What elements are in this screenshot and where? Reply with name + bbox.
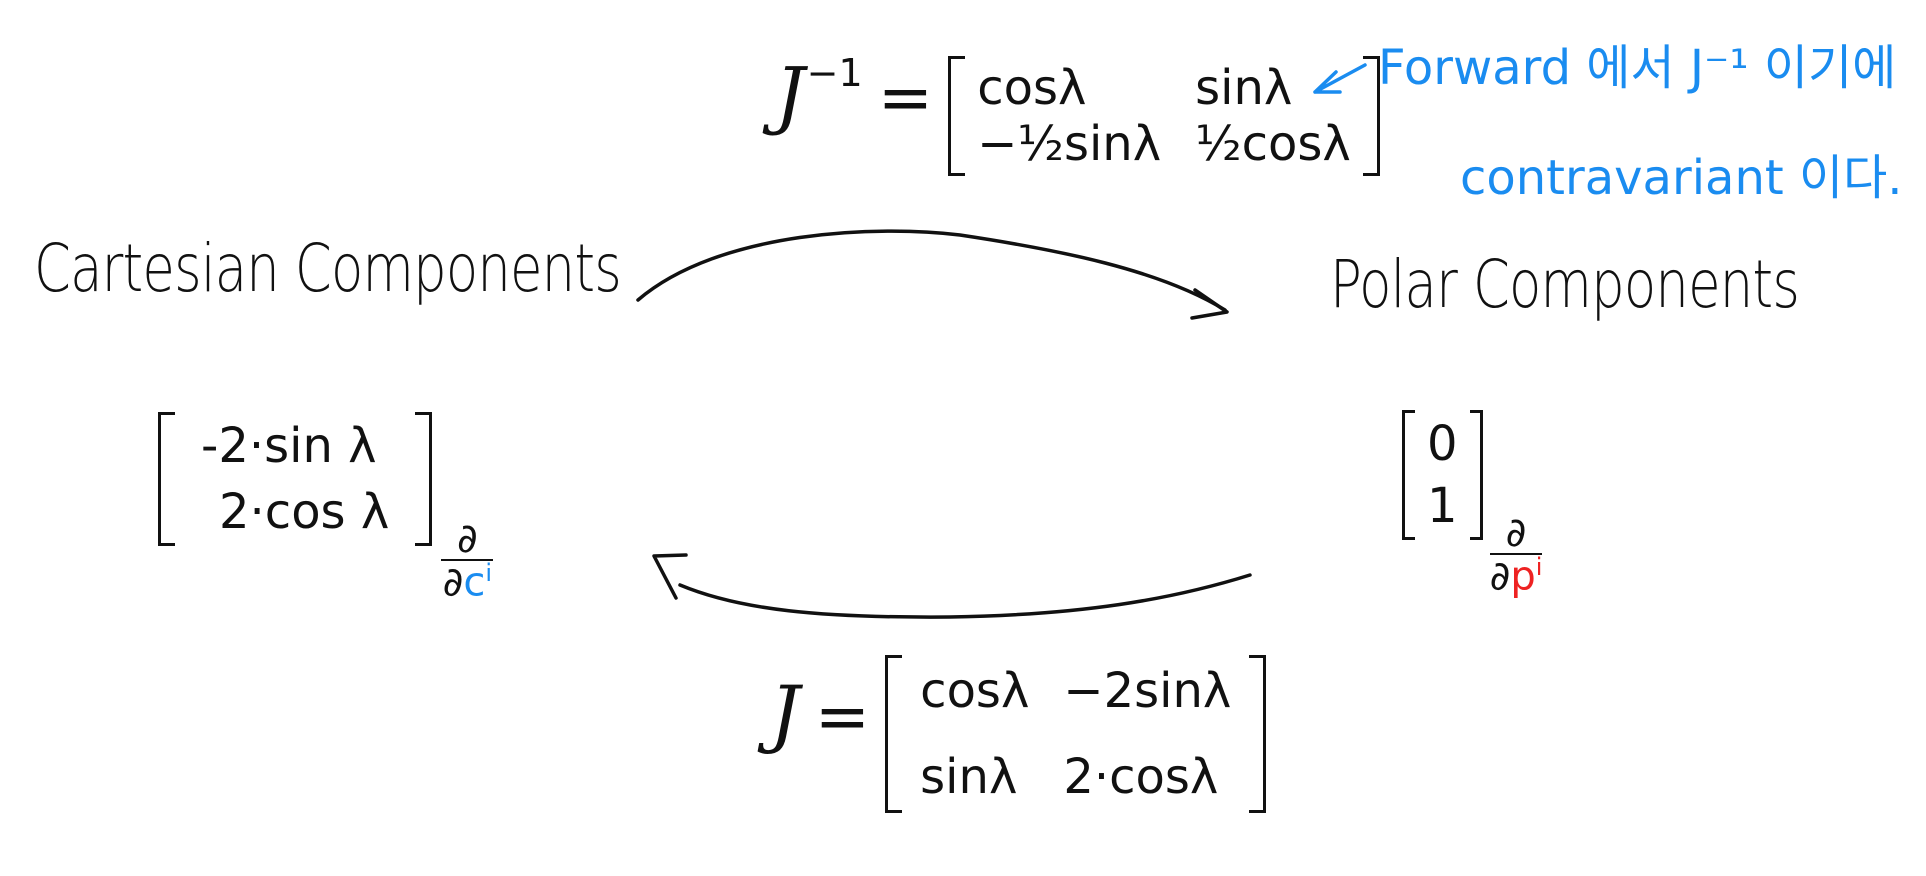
annotation-line-1: Forward 에서 J⁻¹ 이기에 (1378, 40, 1897, 96)
partial-denominator: ∂ (442, 558, 464, 605)
left-bracket (885, 655, 903, 813)
polar-vector: 0 1 ∂ ∂pi (1402, 410, 1542, 597)
vector-component: 0 (1427, 416, 1458, 472)
vector-component: 1 (1427, 478, 1458, 534)
cartesian-components-heading: Cartesian Components (34, 230, 622, 307)
right-bracket (415, 412, 433, 546)
backward-arrow-curve (678, 573, 1252, 619)
equals-sign: = (814, 677, 871, 755)
matrix-cell: 2·cosλ (1063, 749, 1219, 805)
right-bracket (1362, 55, 1380, 176)
matrix-cell: −2sinλ (1063, 663, 1232, 719)
cartesian-vector: -2·sin λ 2·cos λ ∂ ∂ci (158, 412, 494, 603)
left-bracket (1402, 410, 1415, 540)
vector-component: 2·cos λ (219, 484, 390, 540)
partial-numerator: ∂ (456, 515, 478, 562)
jacobian-inverse-equation: J−1 = cosλ sinλ −½sinλ ½cosλ (775, 51, 1380, 176)
polar-basis-partial: ∂ ∂pi (1490, 513, 1543, 597)
matrix-cell: cosλ (977, 59, 1087, 116)
left-bracket (158, 412, 175, 546)
cartesian-basis-partial: ∂ ∂ci (441, 515, 494, 605)
polar-components-heading: Polar Components (1330, 246, 1800, 323)
backward-arrow-head (652, 553, 688, 600)
jacobian-equation: J = cosλ −2sinλ sinλ 2·cosλ (770, 655, 1267, 813)
matrix-cell: −½sinλ (977, 115, 1162, 172)
matrix-cell: cosλ (920, 663, 1030, 719)
equals-sign: = (877, 59, 934, 136)
inverse-superscript: −1 (806, 51, 863, 95)
polar-index-var: p (1510, 552, 1536, 599)
cartesian-index: i (485, 558, 492, 587)
partial-denominator: ∂ (1489, 552, 1511, 599)
partial-numerator: ∂ (1505, 509, 1527, 556)
right-bracket (1249, 655, 1267, 813)
polar-vector-matrix: 0 1 (1402, 410, 1483, 540)
fraction-bar (441, 558, 494, 561)
matrix-cell: sinλ (920, 749, 1018, 805)
forward-arrow-curve (636, 229, 1227, 312)
polar-index: i (1535, 552, 1543, 581)
forward-arrow-head (1190, 288, 1229, 320)
left-bracket (948, 55, 966, 176)
jacobian-matrix: cosλ −2sinλ sinλ 2·cosλ (885, 655, 1267, 813)
jacobian-symbol: J (770, 670, 800, 757)
matrix-cell: ½cosλ (1195, 115, 1351, 172)
annotation-pointer-arrow (1313, 63, 1367, 94)
jacobian-inverse-matrix: cosλ sinλ −½sinλ ½cosλ (948, 55, 1380, 176)
fraction-bar (1490, 552, 1543, 555)
right-bracket (1469, 410, 1483, 540)
vector-component: -2·sin λ (201, 418, 377, 474)
matrix-cell: sinλ (1195, 59, 1293, 116)
jacobian-inverse-symbol: J (775, 52, 805, 138)
cartesian-index-var: c (463, 558, 486, 605)
annotation-line-2: contravariant 이다. (1460, 150, 1903, 206)
cartesian-vector-matrix: -2·sin λ 2·cos λ (158, 412, 433, 546)
